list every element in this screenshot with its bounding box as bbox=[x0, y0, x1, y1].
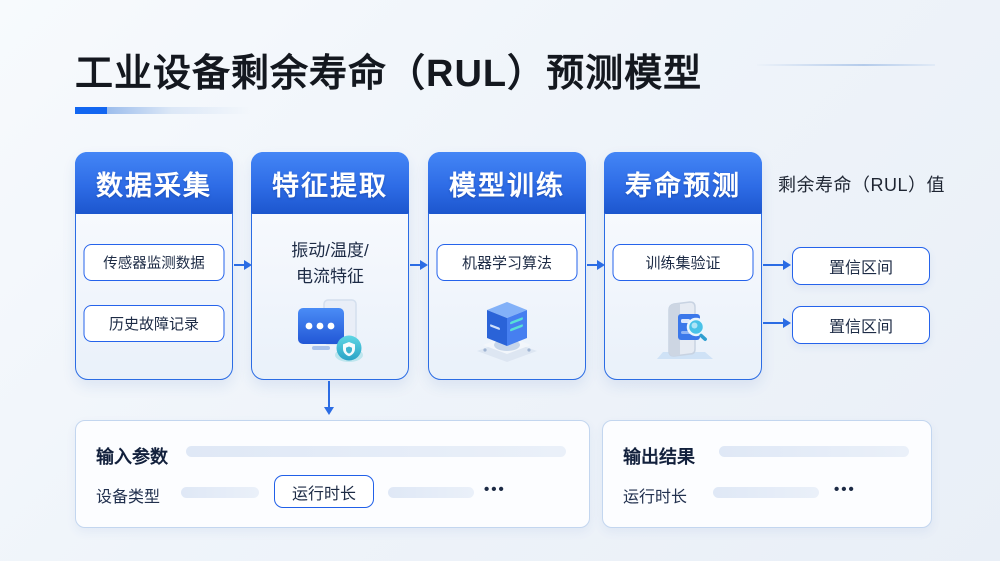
output-panel-title: 输出结果 bbox=[623, 447, 695, 467]
underline-accent bbox=[75, 107, 107, 114]
arrow-stage2-to-stage3 bbox=[410, 260, 428, 270]
server-cube-icon bbox=[477, 302, 537, 362]
stage-life-prediction: 寿命预测 训练集验证 bbox=[604, 152, 762, 380]
feature-types-text: 振动/温度/ 电流特征 bbox=[252, 238, 408, 290]
arrow-stage3-to-stage4 bbox=[587, 260, 605, 270]
node-sensor-monitor-data: 传感器监测数据 bbox=[83, 244, 225, 281]
underline-fade bbox=[107, 107, 250, 114]
stage-header-life-prediction: 寿命预测 bbox=[604, 152, 762, 214]
page-title: 工业设备剩余寿命（RUL）预测模型 bbox=[75, 53, 703, 95]
feature-line-2: 电流特征 bbox=[296, 267, 364, 286]
stage-body: 机器学习算法 bbox=[429, 214, 585, 379]
output-runtime-label: 运行时长 bbox=[623, 489, 688, 506]
placeholder-bar bbox=[181, 487, 259, 498]
stage-data-collection: 数据采集 传感器监测数据 历史故障记录 bbox=[75, 152, 233, 380]
stage-header-feature-extraction: 特征提取 bbox=[251, 152, 409, 214]
arrow-stage2-to-input-panel bbox=[324, 381, 334, 415]
device-type-label: 设备类型 bbox=[96, 489, 161, 506]
input-panel-title: 输入参数 bbox=[96, 447, 168, 467]
output-results-panel: 输出结果 运行时长 ••• bbox=[602, 420, 932, 528]
arrow-stage4-to-confidence-1 bbox=[763, 260, 791, 270]
placeholder-bar bbox=[388, 487, 474, 498]
stage-body: 振动/温度/ 电流特征 bbox=[252, 214, 408, 379]
stage-feature-extraction: 特征提取 振动/温度/ 电流特征 bbox=[251, 152, 409, 380]
stage-body: 训练集验证 bbox=[605, 214, 761, 379]
placeholder-bar bbox=[186, 446, 566, 457]
feature-line-1: 振动/温度/ bbox=[291, 241, 369, 260]
stage-header-data-collection: 数据采集 bbox=[75, 152, 233, 214]
monitor-shield-icon bbox=[298, 299, 363, 362]
device-search-icon bbox=[657, 301, 713, 359]
placeholder-bar bbox=[719, 446, 909, 457]
title-decor-line bbox=[757, 64, 935, 66]
node-history-fault-records: 历史故障记录 bbox=[83, 305, 225, 342]
stage-header-model-training: 模型训练 bbox=[428, 152, 586, 214]
stage-body: 传感器监测数据 历史故障记录 bbox=[76, 214, 232, 379]
rul-value-label: 剩余寿命（RUL）值 bbox=[778, 175, 946, 195]
ellipsis-more: ••• bbox=[834, 481, 856, 498]
confidence-interval-box-1: 置信区间 bbox=[792, 247, 930, 285]
node-training-set-validation: 训练集验证 bbox=[612, 244, 754, 281]
node-ml-algorithm: 机器学习算法 bbox=[436, 244, 578, 281]
stage-model-training: 模型训练 机器学习算法 bbox=[428, 152, 586, 380]
placeholder-bar bbox=[713, 487, 819, 498]
ellipsis-more: ••• bbox=[484, 481, 506, 498]
arrow-stage1-to-stage2 bbox=[234, 260, 252, 270]
confidence-interval-box-2: 置信区间 bbox=[792, 306, 930, 344]
input-parameters-panel: 输入参数 设备类型 运行时长 ••• bbox=[75, 420, 590, 528]
runtime-chip: 运行时长 bbox=[274, 475, 374, 508]
title-underline bbox=[75, 107, 250, 114]
arrow-stage4-to-confidence-2 bbox=[763, 318, 791, 328]
